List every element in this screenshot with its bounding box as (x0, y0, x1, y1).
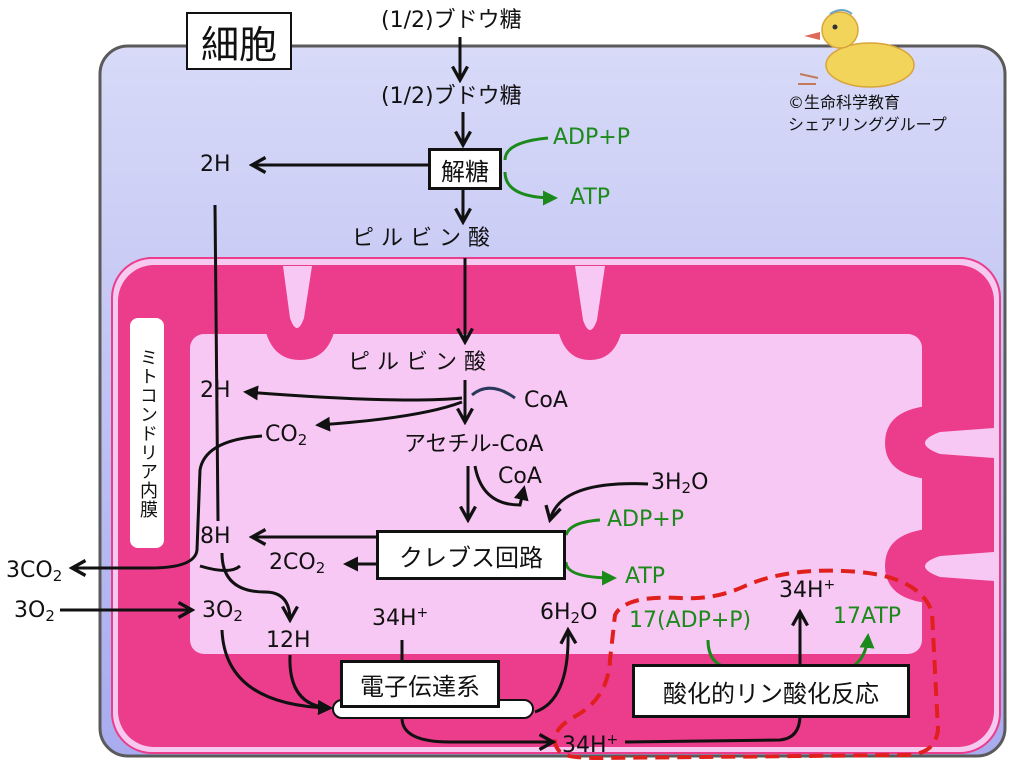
label-3co2-out: 3CO2 (6, 558, 63, 585)
label-3o2-in: 3O2 (14, 598, 55, 625)
label-acetyl-coa: アセチル-CoA (404, 432, 544, 457)
arrow-h2o-in (550, 482, 649, 520)
crista-right-2-inner (925, 552, 994, 581)
arrow-adp-krebs (564, 518, 601, 536)
arrow-atp-glycolysis (503, 171, 558, 206)
glycolysis-box: 解糖 (428, 148, 502, 190)
label-adp-krebs: ADP+P (607, 507, 684, 532)
coa-entry-curve (471, 386, 516, 400)
label-17adp: 17(ADP+P) (629, 608, 752, 633)
label-34h-matrix: 34H+ (372, 605, 429, 631)
label-atp-krebs: ATP (625, 564, 666, 589)
mitochondrion-matrix (190, 334, 922, 654)
arrow-pyruvate-2h (243, 385, 463, 402)
arrow-pyruvate-co2 (315, 400, 463, 432)
arrow-8h-12h (220, 552, 290, 620)
crista-right-1-inner (925, 428, 994, 458)
label-coa-out: CoA (498, 464, 542, 489)
arrow-atp-krebs (564, 561, 617, 586)
page-title: 細胞 (200, 22, 277, 67)
title-box: 細胞 (186, 12, 292, 70)
label-co2-pyruvate: CO2 (265, 422, 308, 449)
arrow-etc-proton (400, 717, 553, 742)
krebs-box: クレブス回路 (376, 530, 566, 580)
arrows (60, 37, 800, 742)
label-34h-return: 34H+ (562, 732, 619, 758)
arrow-o2-etc (220, 629, 333, 716)
credit-line1: ©生命科学教育 (788, 93, 901, 112)
label-h2o-in: 3H2O (651, 470, 709, 497)
credit: ©生命科学教育 シェアリンググループ (788, 92, 947, 136)
label-pyruvate-mito: ピ ル ビ ン 酸 (348, 350, 486, 375)
arrow-adp-glycolysis (503, 136, 549, 161)
crista-top-1-inner (283, 266, 312, 328)
label-34h-space: 34H+ (779, 577, 836, 603)
duck-illustration (798, 9, 915, 88)
label-2h-glycolysis: 2H (200, 152, 231, 177)
label-3o2-mito: 3O2 (202, 598, 243, 625)
label-adp-glycolysis: ADP+P (553, 125, 630, 150)
inner-membrane-label: ミトコンドリア内膜 (130, 318, 164, 548)
arrow-12h-etc (288, 654, 333, 715)
arrow-coa-out (473, 465, 529, 507)
label-pyruvate-cyto: ピ ル ビ ン 酸 (352, 226, 490, 251)
label-6h2o: 6H2O (540, 600, 598, 627)
label-glucose-top: (1/2)ブドウ糖 (381, 8, 522, 33)
label-coa-in: CoA (524, 388, 568, 413)
line-2h-collector (213, 204, 220, 522)
crista-top-2-inner (575, 266, 605, 330)
etc-box: 電子伝達系 (340, 660, 500, 708)
label-2h-pyruvate: 2H (200, 378, 231, 403)
arrow-etc-h2o (534, 630, 568, 714)
oxphos-region (552, 568, 941, 761)
label-8h: 8H (200, 524, 231, 549)
credit-line2: シェアリンググループ (788, 115, 947, 134)
label-glucose-cell: (1/2)ブドウ糖 (381, 84, 522, 109)
label-2co2-krebs: 2CO2 (269, 550, 326, 577)
arrow-co2-out (72, 434, 263, 568)
oxphos-box: 酸化的リン酸化反応 (632, 664, 910, 718)
label-17atp: 17ATP (833, 604, 902, 629)
label-atp-glycolysis: ATP (570, 185, 611, 210)
label-12h: 12H (266, 628, 311, 653)
